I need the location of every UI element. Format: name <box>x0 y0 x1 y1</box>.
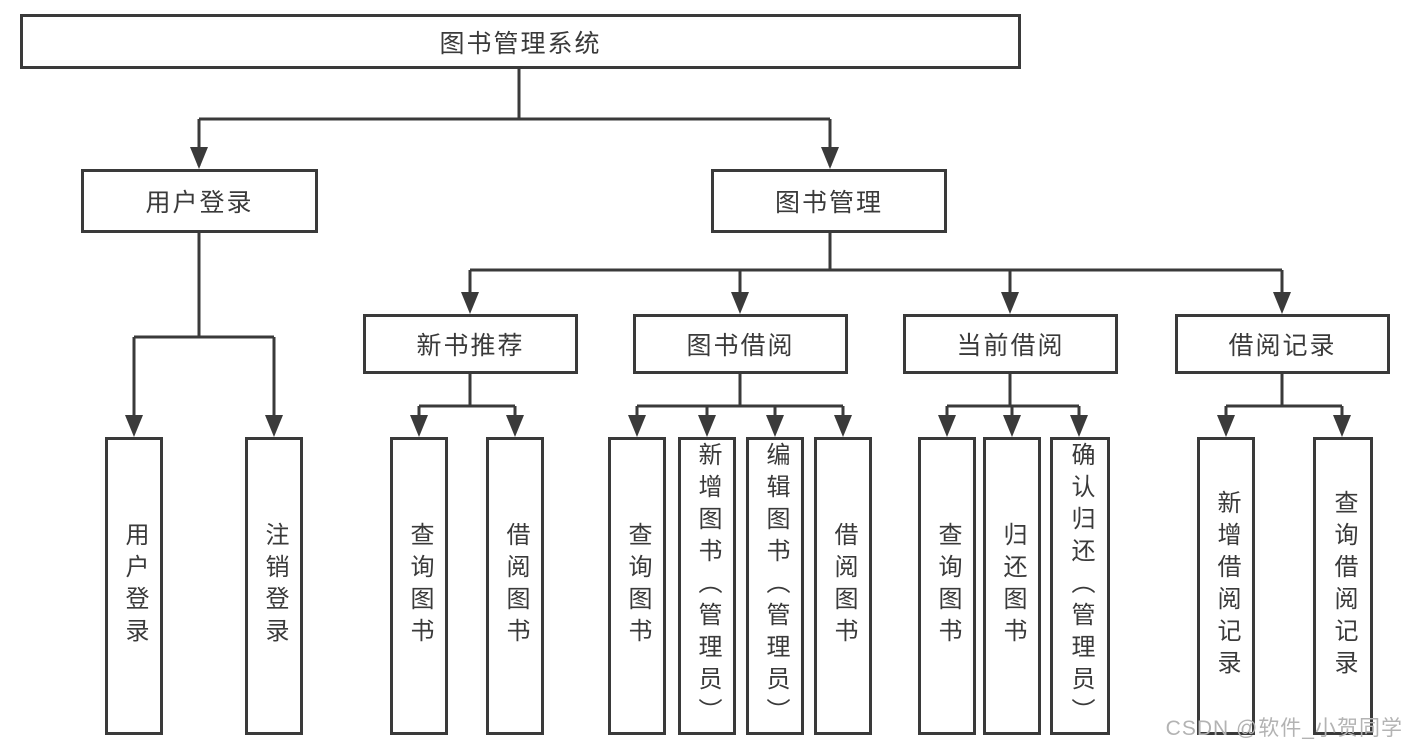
leaf-label: 归还图书 <box>999 522 1026 650</box>
watermark-text: CSDN @软件_小贺同学 <box>1165 717 1403 740</box>
arrowhead-user-login <box>190 147 208 169</box>
leaf-add-borrow-record: 新增借阅记录 <box>1197 437 1255 735</box>
node-borrow-records: 借阅记录 <box>1175 314 1390 374</box>
node-label: 借阅记录 <box>1228 332 1337 360</box>
leaf-label: 查询图书 <box>624 522 651 650</box>
leaf-add-books-admin: 新增图书（管理员） <box>678 437 736 735</box>
arrowhead-leaf <box>938 415 956 437</box>
arrowhead-leaf <box>834 415 852 437</box>
arrowhead-book-management <box>821 147 839 169</box>
leaf-borrow-books: 借阅图书 <box>814 437 872 735</box>
leaf-edit-books-admin: 编辑图书（管理员） <box>746 437 804 735</box>
connector-book-mgmt-branch <box>470 233 1282 272</box>
arrowhead-leaf <box>766 415 784 437</box>
leaf-label: 编辑图书（管理员） <box>762 442 789 730</box>
node-label: 用户登录 <box>145 189 254 217</box>
leaf-label: 新增借阅记录 <box>1213 490 1240 682</box>
arrowhead-leaf <box>125 415 143 437</box>
connector-user-login-branch <box>134 233 274 339</box>
leaf-query-borrow-record: 查询借阅记录 <box>1313 437 1373 735</box>
arrowhead-leaf <box>628 415 646 437</box>
arrowhead-borrow-records <box>1273 292 1291 314</box>
leaf-query-books-borrow: 查询图书 <box>608 437 666 735</box>
leaf-query-books-current: 查询图书 <box>918 437 976 735</box>
node-current-borrow: 当前借阅 <box>903 314 1118 374</box>
arrowhead-book-borrow <box>731 292 749 314</box>
node-label: 图书借阅 <box>686 332 795 360</box>
node-label: 当前借阅 <box>956 332 1065 360</box>
arrowhead-leaf <box>1070 415 1088 437</box>
connector-current-borrow-branch <box>947 374 1079 408</box>
arrowhead-new-book <box>461 292 479 314</box>
leaf-label: 查询借阅记录 <box>1330 490 1357 682</box>
arrowhead-current-borrow <box>1001 292 1019 314</box>
leaf-label: 用户登录 <box>121 522 148 650</box>
leaf-query-books-recommend: 查询图书 <box>390 437 448 735</box>
arrowhead-leaf <box>1217 415 1235 437</box>
leaf-label: 注销登录 <box>261 522 288 650</box>
leaf-borrow-books-recommend: 借阅图书 <box>486 437 544 735</box>
leaf-label: 借阅图书 <box>502 522 529 650</box>
leaf-return-books: 归还图书 <box>983 437 1041 735</box>
node-label: 图书管理 <box>774 189 883 217</box>
node-label: 新书推荐 <box>416 332 525 360</box>
node-user-login: 用户登录 <box>81 169 318 233</box>
connector-new-book-branch <box>419 374 515 408</box>
leaf-label: 查询图书 <box>406 522 433 650</box>
connector-book-borrow-branch <box>637 374 843 408</box>
leaf-user-login: 用户登录 <box>105 437 163 735</box>
leaf-label: 查询图书 <box>934 522 961 650</box>
leaf-label: 新增图书（管理员） <box>694 442 721 730</box>
node-label: 图书管理系统 <box>439 29 602 58</box>
leaf-label: 确认归还（管理员） <box>1067 442 1094 730</box>
arrowhead-leaf <box>410 415 428 437</box>
leaf-logout: 注销登录 <box>245 437 303 735</box>
node-book-borrow: 图书借阅 <box>633 314 848 374</box>
leaf-confirm-return-admin: 确认归还（管理员） <box>1050 437 1110 735</box>
arrowhead-leaf <box>265 415 283 437</box>
node-library-management-system: 图书管理系统 <box>20 14 1021 69</box>
leaf-label: 借阅图书 <box>830 522 857 650</box>
arrowhead-leaf <box>1003 415 1021 437</box>
node-book-management: 图书管理 <box>711 169 947 233</box>
connector-borrow-records-branch <box>1226 374 1342 408</box>
arrowhead-leaf <box>698 415 716 437</box>
arrowhead-leaf <box>506 415 524 437</box>
node-new-book-recommend: 新书推荐 <box>363 314 578 374</box>
connector-root <box>199 69 830 121</box>
arrowhead-leaf <box>1333 415 1351 437</box>
